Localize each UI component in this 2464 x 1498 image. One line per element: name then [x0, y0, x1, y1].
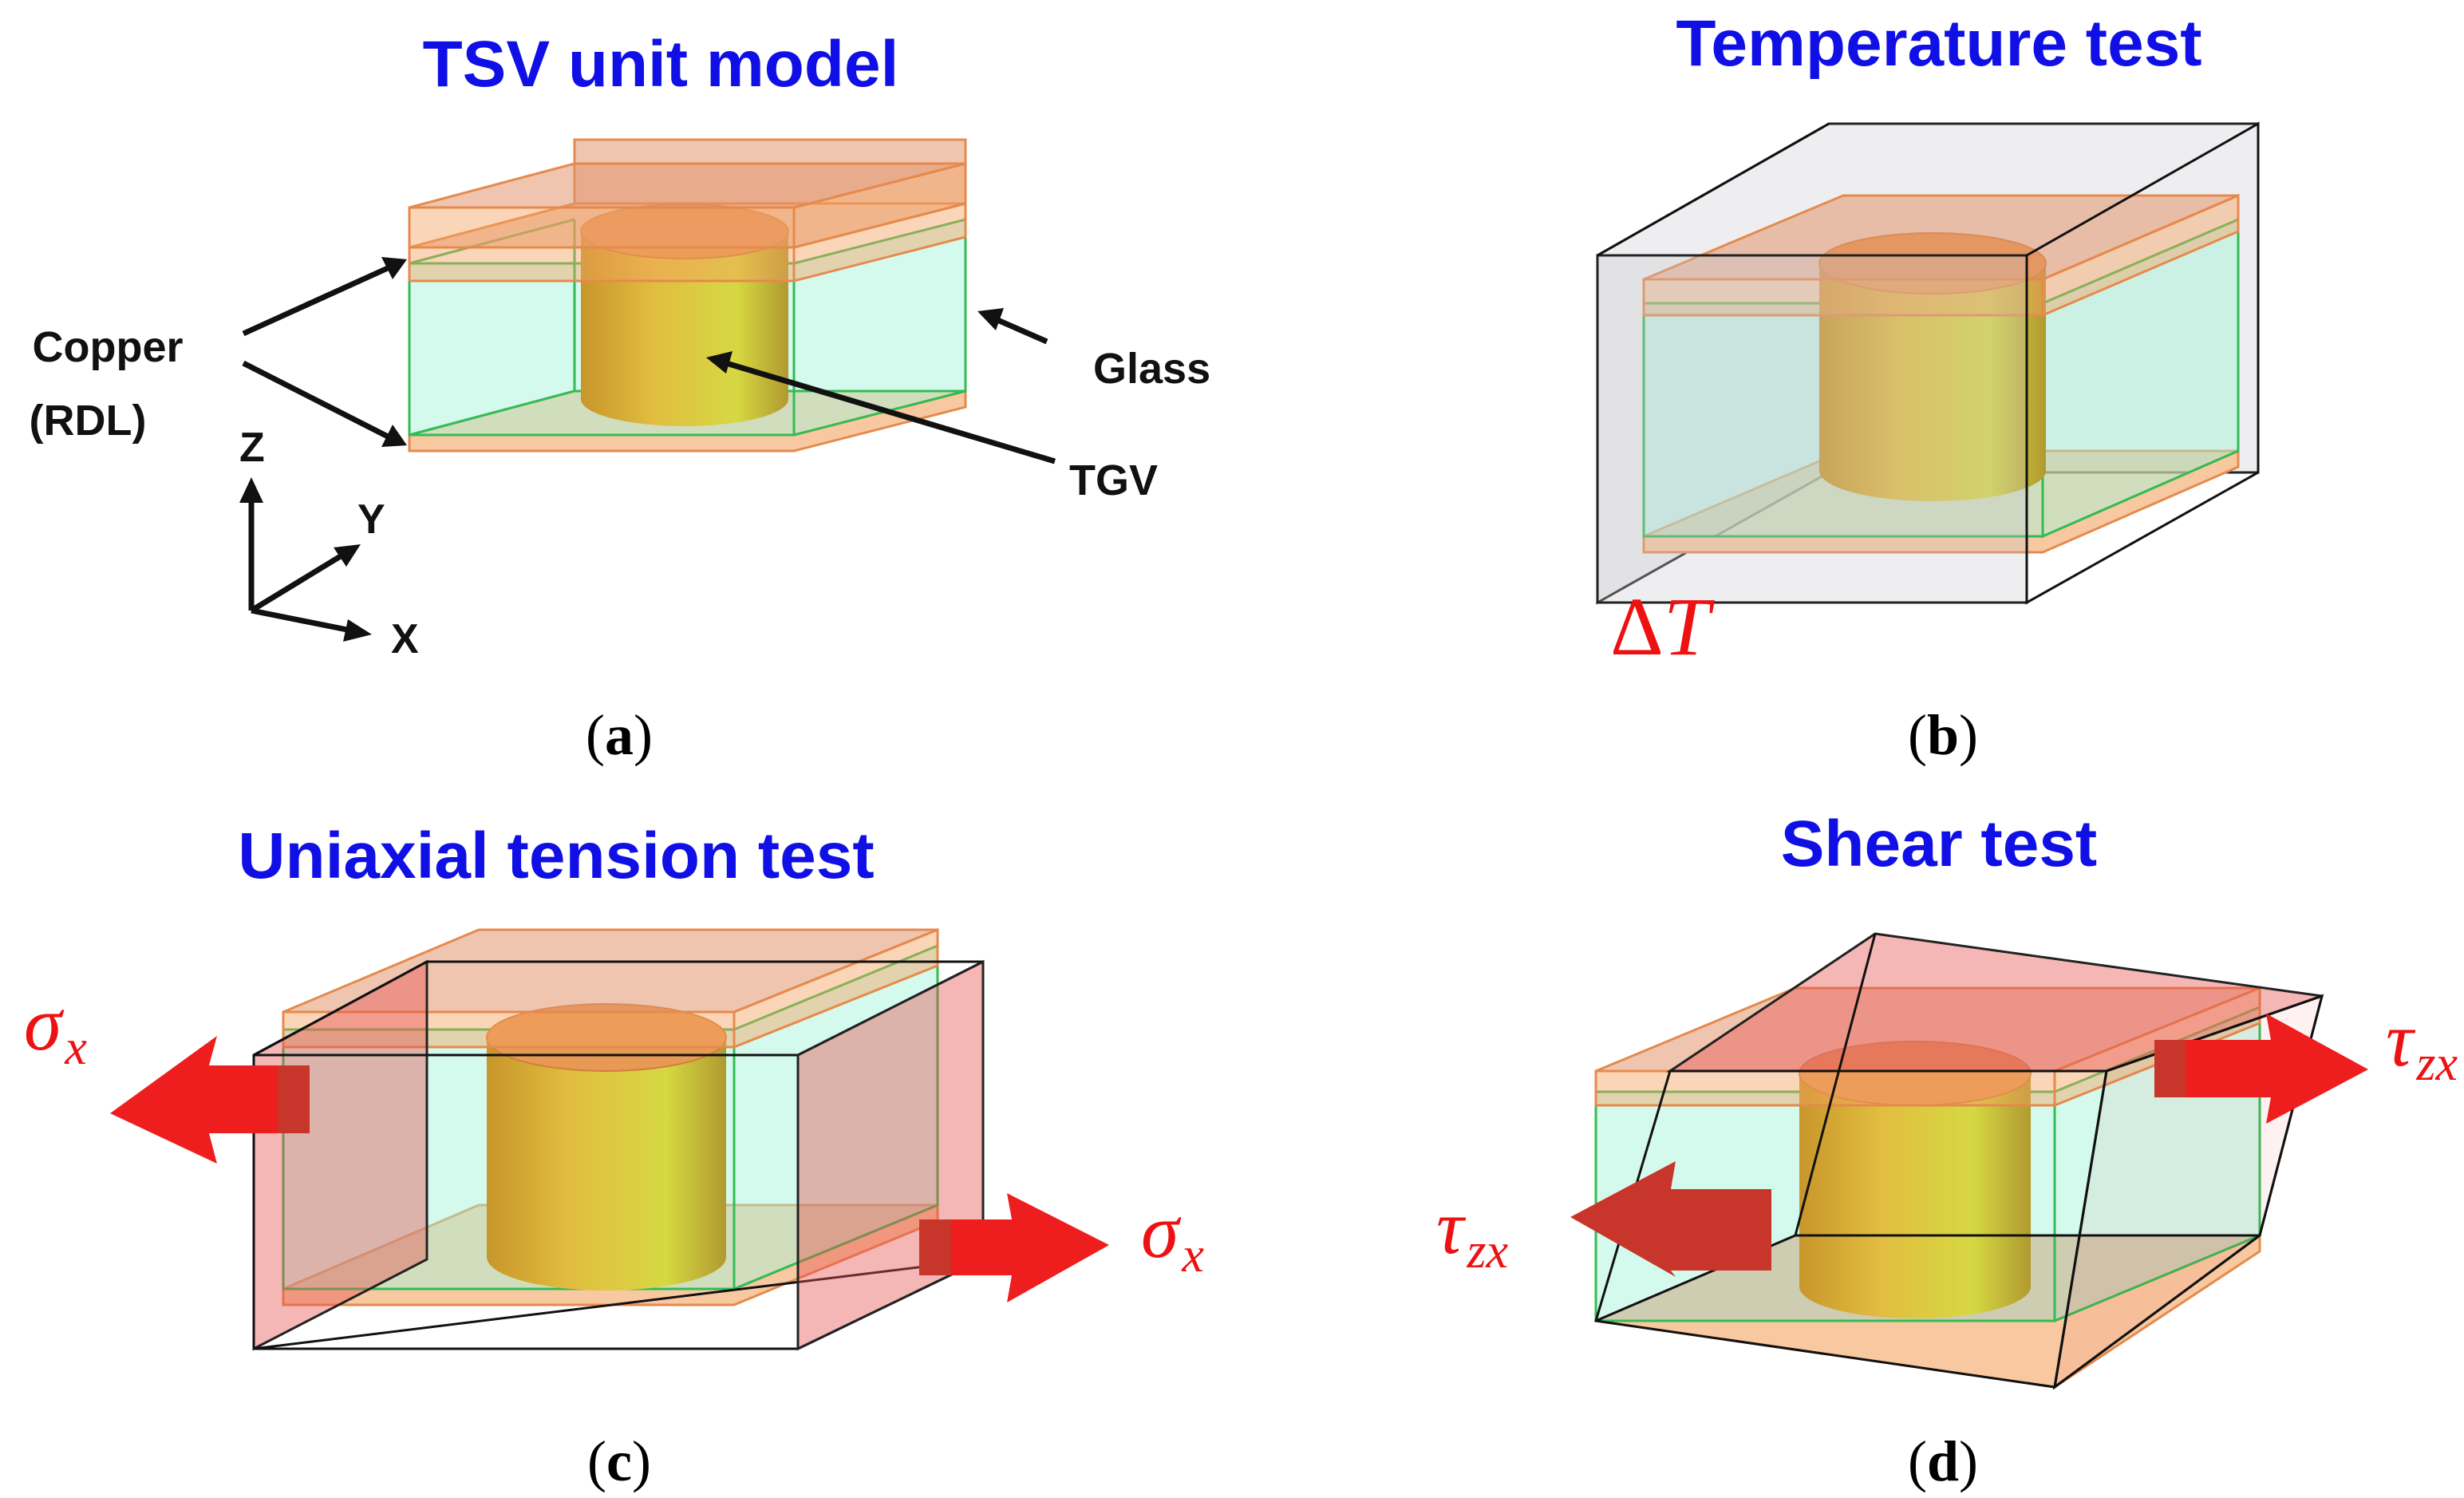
coordinate-axes: Z Y X — [239, 425, 419, 662]
load-delta-t: ΔT — [1610, 581, 1715, 673]
axis-label-z: Z — [239, 425, 265, 471]
temperature-test-3d — [1596, 121, 2260, 605]
thermal-enclosure-front — [1596, 254, 2028, 604]
axis-label-x: X — [391, 616, 419, 662]
panel-d: Shear test — [1436, 808, 2458, 1493]
panel-c-label: (c) — [587, 1429, 651, 1493]
panel-d-label: (d) — [1908, 1429, 1978, 1493]
callout-copper-line1: Copper — [33, 323, 184, 371]
shear-arrow-top — [2154, 1014, 2368, 1124]
callout-glass: Glass — [1093, 345, 1210, 393]
load-tau-left: τzx — [1436, 1184, 1508, 1279]
uniaxial-tension-3d — [252, 927, 985, 1351]
load-tau-right: τzx — [2386, 997, 2458, 1091]
panel-b-label: (b) — [1908, 703, 1978, 767]
tgv-cylinder — [487, 1038, 726, 1290]
callout-copper-line2: (RDL) — [30, 397, 147, 445]
load-sigma-left: σx — [24, 981, 87, 1075]
panel-d-title: Shear test — [1781, 808, 2098, 880]
panel-a-label: (a) — [586, 703, 653, 767]
callout-arrows — [242, 257, 1056, 464]
top-copper-layer — [408, 246, 796, 283]
x-axis-arrowhead — [343, 619, 372, 642]
tgv-cylinder — [1799, 1073, 2031, 1318]
shear-test-3d — [1594, 932, 2324, 1390]
panel-b-title: Temperature test — [1676, 7, 2201, 80]
panel-c-title: Uniaxial tension test — [238, 820, 874, 892]
panel-c: Uniaxial tension test — [24, 820, 1204, 1493]
tsv-unit-model-3d — [408, 138, 967, 453]
tgv-cylinder — [1819, 263, 2046, 501]
panel-b: Temperature test ΔT (b) — [1596, 7, 2260, 767]
callout-tgv: TGV — [1069, 457, 1158, 504]
tension-arrow-left — [110, 1036, 310, 1164]
axis-label-y: Y — [357, 496, 385, 543]
shear-arrow-bottom — [1570, 1161, 1771, 1277]
z-axis-arrowhead — [239, 477, 263, 503]
panel-a-title: TSV unit model — [423, 28, 899, 101]
tension-arrow-right — [919, 1193, 1109, 1302]
panel-a: TSV unit model — [30, 28, 1211, 767]
load-sigma-right: σx — [1141, 1188, 1204, 1283]
y-axis-arrowhead — [334, 544, 361, 567]
